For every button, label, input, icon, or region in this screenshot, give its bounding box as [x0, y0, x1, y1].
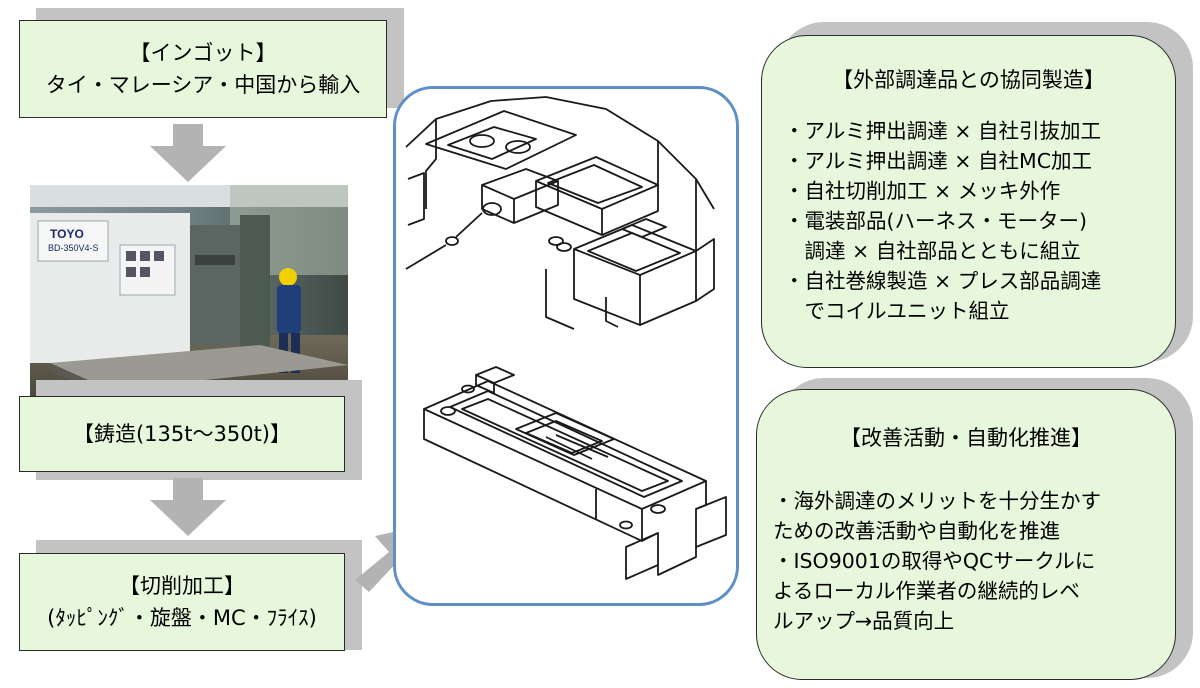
outsourcing-item: ・電装部品(ハーネス・モーター) — [784, 209, 1087, 233]
improvement-item: ・ISO9001の取得やQCサークルに — [773, 549, 1096, 573]
lower-part-drawing — [423, 366, 727, 580]
outsourcing-item: ・自社巻線製造 × プレス部品調達 — [784, 269, 1102, 293]
outsourcing-item: 調達 × 自社部品とともに組立 — [784, 239, 1081, 263]
improvement-list: ・海外調達のメリットを十分生かす ための改善活動や自動化を推進 ・ISO9001… — [773, 486, 1175, 636]
outsourcing-list: ・アルミ押出調達 × 自社引抜加工 ・アルミ押出調達 × 自社MC加工 ・自社切… — [784, 116, 1175, 326]
machine-brand-text: TOYO — [50, 227, 84, 241]
improvement-item: ・海外調達のメリットを十分生かす — [773, 489, 1101, 513]
ingot-title: 【インゴット】 — [129, 41, 277, 65]
improvement-title: 【改善活動・自動化推進】 — [840, 426, 1092, 450]
outsourcing-item: ・アルミ押出調達 × 自社MC加工 — [784, 149, 1093, 173]
machining-title: 【切削加工】 — [119, 574, 245, 598]
machining-text: (ﾀｯﾋﾟﾝｸﾞ・旋盤・MC・ﾌﾗｲｽ) — [47, 606, 317, 630]
casting-machine-photo: TOYO BD-350V4-S — [30, 185, 348, 398]
upper-part-drawing — [405, 96, 715, 330]
improvement-item: ための改善活動や自動化を推進 — [773, 519, 1060, 543]
improvement-item: ルアップ→品質向上 — [773, 609, 955, 633]
down-arrow-2 — [150, 478, 226, 536]
casting-title: 【鋳造(135t〜350t)】 — [72, 422, 292, 446]
outsourcing-box: 【外部調達品との協同製造】 ・アルミ押出調達 × 自社引抜加工 ・アルミ押出調達… — [761, 35, 1176, 368]
ingot-text: タイ・マレーシア・中国から輸入 — [45, 73, 361, 97]
casting-box: 【鋳造(135t〜350t)】 — [19, 396, 345, 472]
down-arrow-1 — [150, 124, 226, 182]
ingot-box: 【インゴット】 タイ・マレーシア・中国から輸入 — [19, 20, 387, 118]
parts-line-drawing — [405, 96, 727, 580]
outsourcing-item: ・アルミ押出調達 × 自社引抜加工 — [784, 119, 1102, 143]
improvement-box: 【改善活動・自動化推進】 ・海外調達のメリットを十分生かす ための改善活動や自動… — [756, 389, 1176, 680]
outsourcing-title: 【外部調達品との協同製造】 — [832, 68, 1105, 92]
machining-box: 【切削加工】 (ﾀｯﾋﾟﾝｸﾞ・旋盤・MC・ﾌﾗｲｽ) — [19, 553, 345, 651]
parts-drawing-frame — [393, 86, 739, 606]
machine-model-text: BD-350V4-S — [48, 243, 99, 253]
outsourcing-item: ・自社切削加工 × メッキ外作 — [784, 179, 1061, 203]
outsourcing-item: でコイルユニット組立 — [784, 299, 1010, 323]
improvement-item: よるローカル作業者の継続的レベ — [773, 579, 1080, 603]
